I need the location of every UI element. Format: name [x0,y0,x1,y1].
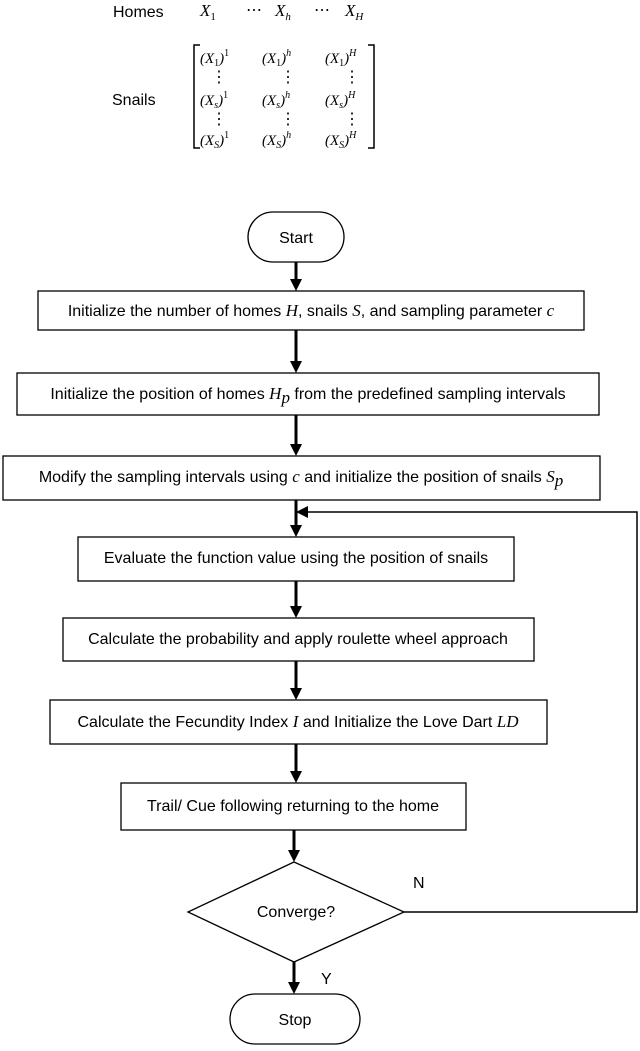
matrix-cell-1-1: (X1)1 [200,48,229,69]
loop-back-line [306,511,638,913]
homes-ellipsis-1: ⋯ [246,2,262,19]
snails-matrix: (X1)1 (X1)h (X1)H ⋮ ⋮ ⋮ (Xs)1 (Xs)h (Xs)… [193,44,375,151]
step5-box [62,617,535,662]
homes-label: Homes [113,4,164,21]
homes-xH: XH [344,1,364,23]
arrowhead-8 [288,850,300,862]
step1-box [37,290,585,331]
matrix-vdots-2: ⋮ [280,69,296,86]
matrix-right-bracket [368,44,375,149]
matrix-vdots-3: ⋮ [344,69,360,86]
stop-terminal [229,993,361,1045]
step2-box [16,372,600,416]
homes-ellipsis-2: ⋯ [314,2,330,19]
step3-box [2,455,601,501]
start-label: Start [279,230,313,247]
arrowhead-5 [290,606,302,618]
matrix-cell-S-H: (XS)H [325,130,357,151]
arrowhead-3 [290,444,302,456]
matrix-vdots-5: ⋮ [280,111,296,128]
matrix-vdots-6: ⋮ [344,111,360,128]
homes-vector: X1 ⋯ Xh ⋯ XH [199,1,364,23]
step2-text: Initialize the position of homes Hp from… [50,384,565,407]
matrix-left-bracket [193,44,200,149]
step5-text: Calculate the probability and apply roul… [88,631,508,648]
homes-xh: Xh [274,1,291,23]
arrowhead-1 [290,279,302,291]
homes-x1: X1 [199,1,216,23]
yes-branch-label: Y [321,971,332,988]
no-branch-label: N [413,875,425,892]
step7-text: Trail/ Cue following returning to the ho… [147,798,439,815]
arrowhead-6 [290,688,302,700]
matrix-vdots-4: ⋮ [211,111,227,128]
step4-box [77,536,515,582]
snails-label: Snails [112,92,156,109]
step1-text: Initialize the number of homes H, snails… [68,301,555,320]
arrowhead-4 [290,525,302,537]
arrowhead-7 [290,771,302,783]
step6-text: Calculate the Fecundity Index I and Init… [78,712,520,731]
decision-label: Converge? [257,904,335,921]
loop-back-arrowhead [296,506,308,518]
matrix-cell-S-h: (XS)h [262,130,291,151]
arrowhead-2 [290,361,302,373]
matrix-cell-s-H: (Xs)H [325,90,356,111]
matrix-cell-S-1: (XS)1 [200,130,229,151]
matrix-cell-1-h: (X1)h [262,48,291,69]
matrix-cell-s-1: (Xs)1 [200,90,228,111]
matrix-cell-s-h: (Xs)h [262,90,290,111]
matrix-vdots-1: ⋮ [211,69,227,86]
step4-text: Evaluate the function value using the po… [104,550,488,567]
stop-label: Stop [279,1012,312,1029]
step6-box [49,699,548,745]
matrix-cell-1-H: (X1)H [325,48,357,69]
step7-box [120,782,467,831]
arrowhead-9 [288,982,300,994]
step3-text: Modify the sampling intervals using c an… [39,467,563,490]
